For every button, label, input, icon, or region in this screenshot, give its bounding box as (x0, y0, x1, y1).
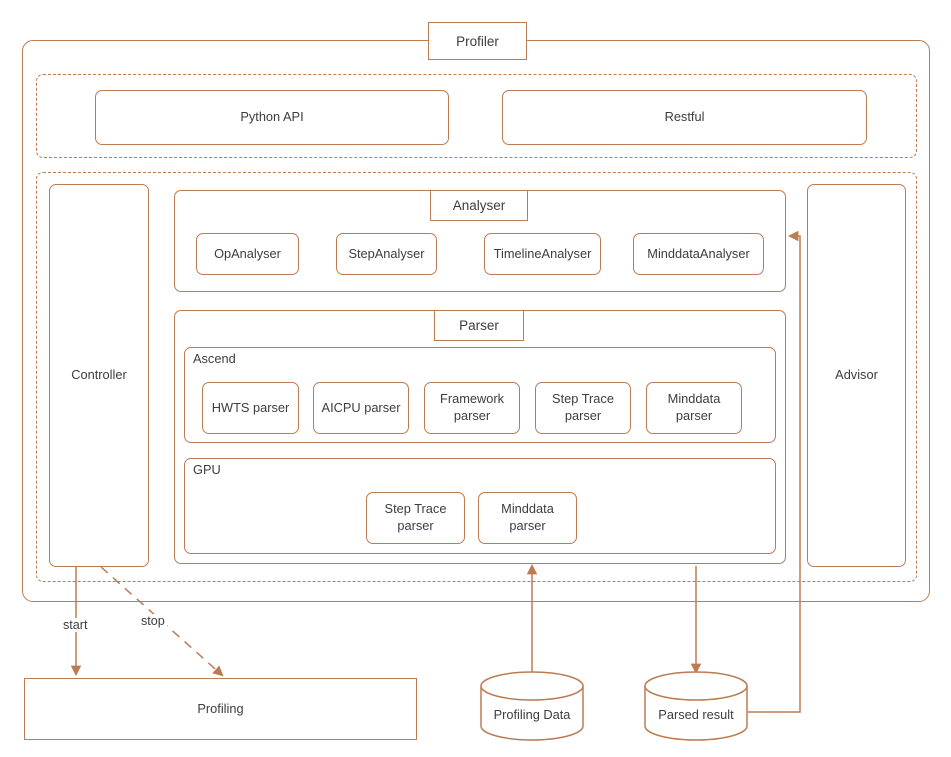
profiling-data-label-text: Profiling Data (493, 707, 571, 722)
step-trace-parser-gpu-line1: Step Trace (384, 501, 447, 517)
op-analyser-box[interactable]: OpAnalyser (196, 233, 299, 275)
gpu-group-label: GPU (184, 458, 304, 482)
edge-label-start-text: start (63, 618, 88, 632)
parser-title-label: Parser (434, 310, 524, 341)
restful-box[interactable]: Restful (502, 90, 867, 145)
analyser-title-text: Analyser (452, 198, 506, 213)
minddata-parser-ascend-box[interactable]: Minddata parser (646, 382, 742, 434)
advisor-box[interactable]: Advisor (807, 184, 906, 567)
profiling-box[interactable]: Profiling (24, 678, 417, 740)
python-api-box[interactable]: Python API (95, 90, 449, 145)
step-trace-parser-gpu-line2: parser (397, 518, 434, 533)
controller-label: Controller (71, 367, 127, 383)
framework-parser-box[interactable]: Framework parser (424, 382, 520, 434)
edge-label-stop: stop (139, 614, 167, 628)
timeline-analyser-label: TimelineAnalyser (493, 245, 592, 261)
profiling-data-label: Profiling Data (462, 707, 602, 722)
core-layer-group (36, 172, 917, 582)
step-analyser-label: StepAnalyser (348, 245, 425, 261)
framework-parser-line1: Framework (440, 391, 504, 407)
step-trace-parser-ascend-box[interactable]: Step Trace parser (535, 382, 631, 434)
minddata-analyser-label: MinddataAnalyser (647, 245, 750, 261)
step-trace-parser-ascend-line2: parser (564, 408, 602, 423)
advisor-label: Advisor (835, 367, 878, 383)
profiler-title-text: Profiler (456, 33, 499, 49)
aicpu-parser-line1: AICPU parser (321, 399, 401, 415)
framework-parser-line2: parser (453, 408, 491, 423)
restful-label: Restful (664, 109, 705, 125)
minddata-parser-gpu-line2: parser (509, 518, 546, 533)
step-trace-parser-ascend-line1: Step Trace (552, 391, 614, 407)
ascend-group-label: Ascend (184, 347, 304, 371)
aicpu-parser-box[interactable]: AICPU parser (313, 382, 409, 434)
parsed-result-label: Parsed result (626, 707, 766, 722)
api-layer-group (36, 74, 917, 158)
op-analyser-label: OpAnalyser (214, 245, 281, 261)
step-analyser-box[interactable]: StepAnalyser (336, 233, 437, 275)
edge-label-start: start (61, 618, 90, 632)
minddata-parser-gpu-box[interactable]: Minddata parser (478, 492, 577, 544)
parser-title-text: Parser (459, 318, 499, 333)
minddata-parser-gpu-line1: Minddata (501, 501, 554, 517)
profiling-data-cylinder[interactable] (480, 671, 584, 741)
python-api-label: Python API (240, 109, 304, 125)
controller-box[interactable]: Controller (49, 184, 149, 567)
minddata-analyser-box[interactable]: MinddataAnalyser (633, 233, 764, 275)
gpu-label-text: GPU (193, 462, 221, 477)
hwts-parser-line1: HWTS parser (211, 399, 290, 415)
analyser-title-label: Analyser (430, 190, 528, 221)
parsed-result-label-text: Parsed result (658, 707, 734, 722)
minddata-parser-ascend-line2: parser (675, 408, 713, 423)
timeline-analyser-box[interactable]: TimelineAnalyser (484, 233, 601, 275)
hwts-parser-box[interactable]: HWTS parser (202, 382, 299, 434)
step-trace-parser-gpu-box[interactable]: Step Trace parser (366, 492, 465, 544)
profiling-label: Profiling (197, 700, 244, 716)
edge-label-stop-text: stop (141, 614, 165, 628)
profiler-title-label: Profiler (428, 22, 527, 60)
minddata-parser-ascend-line1: Minddata (667, 391, 721, 407)
ascend-label-text: Ascend (193, 351, 236, 366)
parsed-result-cylinder[interactable] (644, 671, 748, 741)
